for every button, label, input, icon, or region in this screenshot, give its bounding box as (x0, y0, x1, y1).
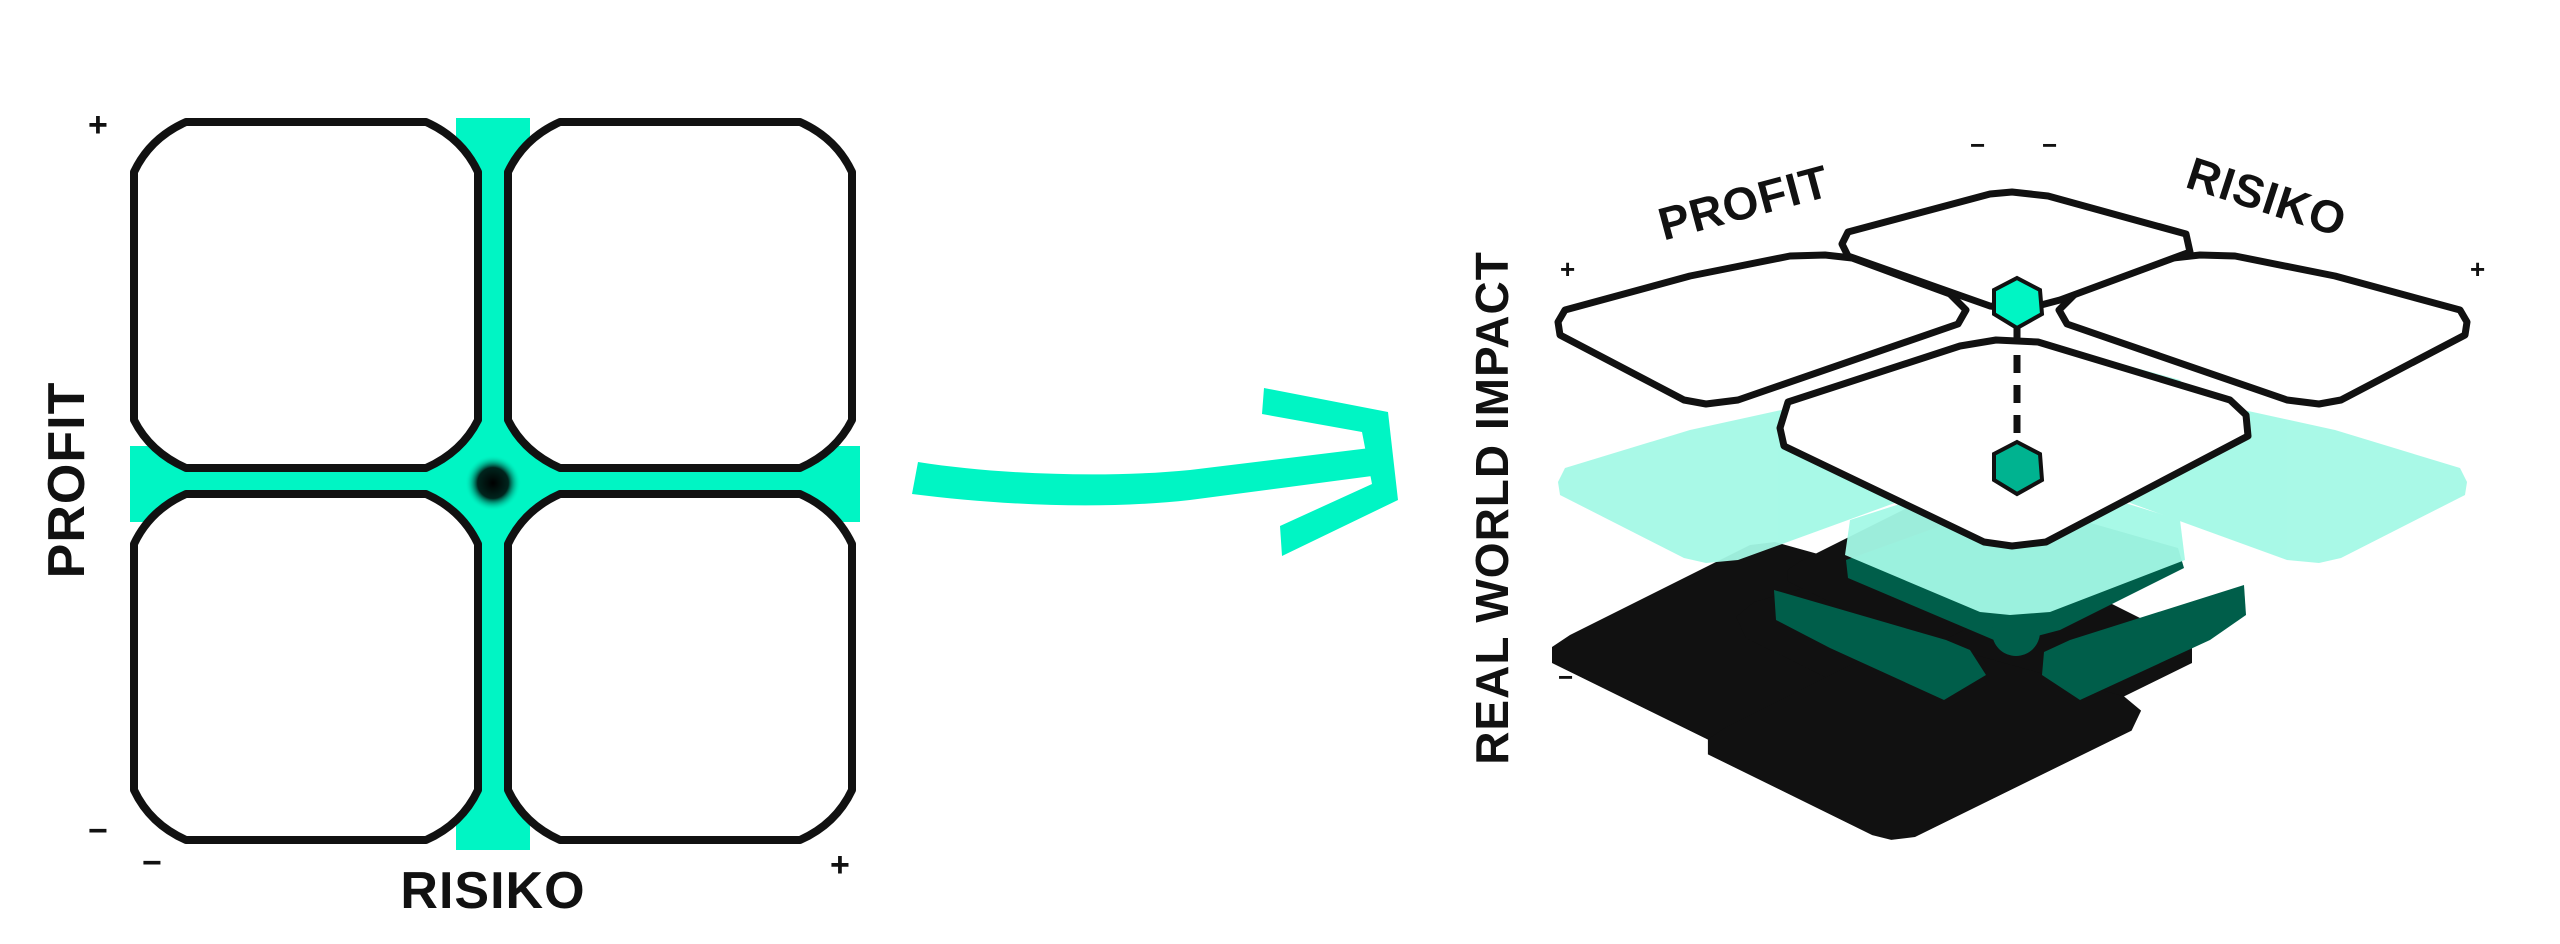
top-tile-back (1838, 188, 2194, 314)
matrix-center-dot (465, 455, 521, 511)
quadrant-bottom-right (504, 490, 856, 844)
matrix-x-label: RISIKO (400, 862, 585, 920)
iso-impact-minus: − (1558, 662, 1573, 692)
iso-top-minus-2: − (2042, 130, 2057, 160)
connector-node-mid (1992, 439, 2045, 497)
connector-node-top (1992, 275, 2045, 331)
matrix-y-plus: + (88, 106, 108, 144)
matrix-x-plus: + (830, 846, 850, 884)
iso-top-minus-1: − (1970, 130, 1985, 160)
arrow-right-icon (912, 388, 1398, 556)
quadrant-top-right (504, 118, 856, 472)
quadrant-top-left (130, 118, 482, 472)
matrix-y-label: PROFIT (38, 382, 96, 579)
quadrant-bottom-left (130, 490, 482, 844)
top-tile-left (1554, 251, 1970, 408)
iso-impact-label: REAL WORLD IMPACT (1466, 251, 1518, 765)
iso-profit-label: PROFIT (1653, 155, 1835, 250)
iso-left-plus: + (1560, 254, 1575, 284)
iso-risiko-label: RISIKO (2181, 147, 2353, 247)
isometric-layers: PROFIT RISIKO REAL WORLD IMPACT + + − − … (1466, 130, 2485, 840)
risk-profit-matrix: PROFIT RISIKO + − − + (38, 106, 860, 920)
matrix-y-minus: − (88, 812, 108, 850)
top-tile-right (2055, 251, 2471, 408)
iso-right-plus: + (2470, 254, 2485, 284)
matrix-x-minus: − (142, 844, 162, 882)
connector (1992, 275, 2045, 497)
